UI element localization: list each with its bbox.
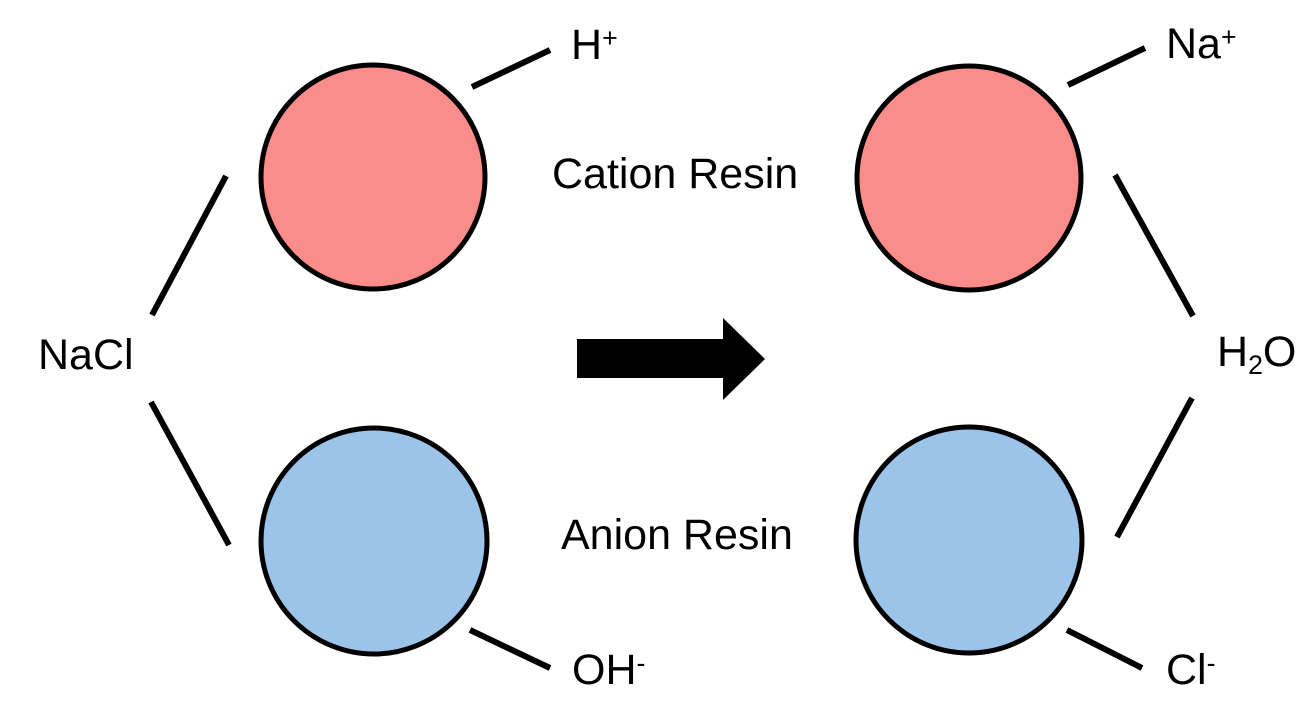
anion-resin-label: Anion Resin [561, 514, 793, 557]
anion-resin-bead-after [853, 424, 1085, 656]
oh-minus-label: OH- [572, 649, 645, 692]
nacl-formula: NaCl [38, 331, 134, 379]
cl-minus-base: Cl [1166, 646, 1207, 694]
cl-minus-label: Cl- [1166, 649, 1216, 692]
connector-cation-to-h2o [1112, 173, 1196, 318]
h2o-h: H [1217, 328, 1249, 376]
oh-minus-base: OH [572, 646, 637, 694]
connector-anion-to-oh [468, 627, 552, 671]
connector-anion-to-cl [1065, 627, 1144, 671]
connector-cation-to-h [470, 47, 552, 90]
h-plus-base: H [571, 21, 603, 69]
h2o-2: 2 [1248, 349, 1263, 380]
connector-nacl-to-cation [149, 174, 229, 317]
connector-nacl-to-anion [148, 400, 232, 547]
cation-resin-label: Cation Resin [552, 153, 798, 196]
oh-minus-charge: - [636, 648, 646, 679]
cation-resin-bead-after [854, 63, 1084, 293]
cation-resin-bead-before [258, 62, 488, 292]
h2o-label: H2O [1217, 331, 1296, 379]
connector-cation-to-na [1066, 45, 1147, 88]
na-plus-charge: + [1220, 22, 1237, 53]
connector-h2o-to-anion [1114, 396, 1195, 539]
anion-resin-text: Anion Resin [561, 511, 793, 559]
na-plus-base: Na [1166, 20, 1221, 68]
na-plus-label: Na+ [1166, 23, 1237, 66]
cation-resin-text: Cation Resin [552, 150, 799, 198]
reaction-right-arrow-icon [577, 318, 765, 400]
anion-resin-bead-before [258, 425, 490, 657]
h-plus-label: H+ [571, 24, 618, 67]
h2o-o: O [1262, 328, 1297, 376]
nacl-label: NaCl [38, 334, 134, 377]
cl-minus-charge: - [1206, 648, 1216, 679]
h-plus-charge: + [602, 23, 618, 54]
